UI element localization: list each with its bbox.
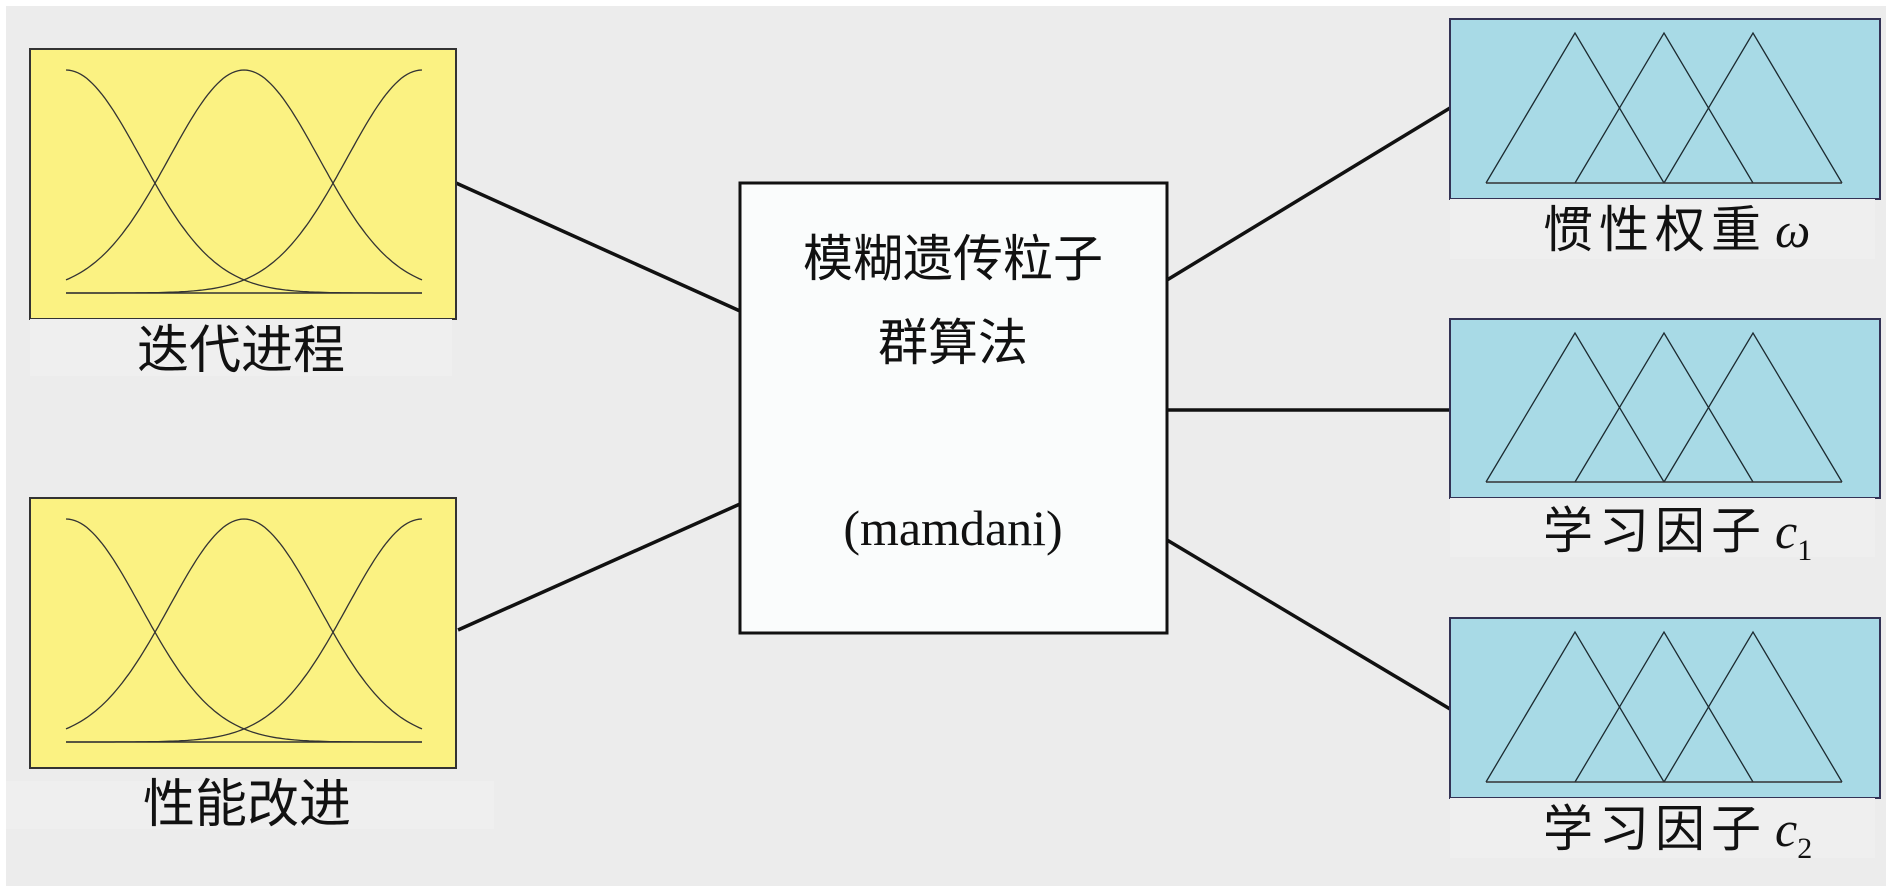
output-symbol: c: [1775, 801, 1797, 857]
input-block-1: 迭代进程: [29, 48, 457, 381]
membership-function-2: [1574, 31, 1754, 184]
membership-function-3: [1663, 630, 1843, 783]
system-title-line1: 模糊遗传粒子: [803, 230, 1103, 288]
membership-function-2: [65, 518, 423, 730]
membership-function-2: [1574, 630, 1754, 783]
connection-line-3: [1166, 106, 1451, 282]
membership-function-3: [1663, 31, 1843, 184]
input-mf-panel: [29, 497, 457, 769]
output-label-text: 学习因子: [1543, 800, 1767, 858]
triangular-mf-lines: [1485, 630, 1843, 783]
gaussian-mf-curves: [65, 69, 423, 294]
fuzzy-inference-system-block: 模糊遗传粒子 群算法 (mamdani): [738, 181, 1169, 635]
connections: [455, 106, 1451, 711]
output-mf-panel: [1449, 318, 1881, 499]
input-label: 性能改进: [143, 775, 351, 835]
triangular-mf-lines: [1485, 31, 1843, 184]
connection-line-5: [1166, 538, 1451, 711]
input-label-background: [30, 319, 452, 376]
membership-function-1: [1485, 331, 1665, 483]
membership-function-3: [1663, 331, 1843, 483]
membership-function-1: [1485, 630, 1665, 783]
system-box: [738, 181, 1169, 635]
output-symbol: c: [1775, 503, 1797, 559]
output-subscript: 1: [1797, 534, 1812, 567]
membership-function-1: [1485, 31, 1665, 184]
input-mf-panel: [29, 48, 457, 320]
triangular-mf-lines: [1485, 331, 1843, 483]
output-subscript: 2: [1797, 832, 1812, 865]
connection-line-2: [457, 502, 741, 632]
output-label-text: 学习因子: [1543, 502, 1767, 560]
system-title-line2: 群算法: [878, 314, 1028, 372]
output-label-background: [1450, 498, 1875, 557]
output-label-text: 惯性权重: [1543, 201, 1767, 259]
system-type: (mamdani): [843, 500, 1062, 556]
input-label-background: [6, 781, 494, 829]
output-label-background: [1450, 199, 1875, 259]
membership-function-2: [1574, 331, 1754, 483]
membership-function-2: [65, 69, 423, 281]
output-mf-panel: [1449, 617, 1881, 799]
output-symbol: ω: [1775, 202, 1810, 258]
output-label-background: [1450, 798, 1875, 858]
gaussian-mf-curves: [65, 518, 423, 743]
input-block-2: 性能改进: [6, 497, 494, 835]
connection-line-1: [455, 181, 741, 313]
input-label: 迭代进程: [137, 321, 345, 381]
output-mf-panel: [1449, 18, 1881, 200]
